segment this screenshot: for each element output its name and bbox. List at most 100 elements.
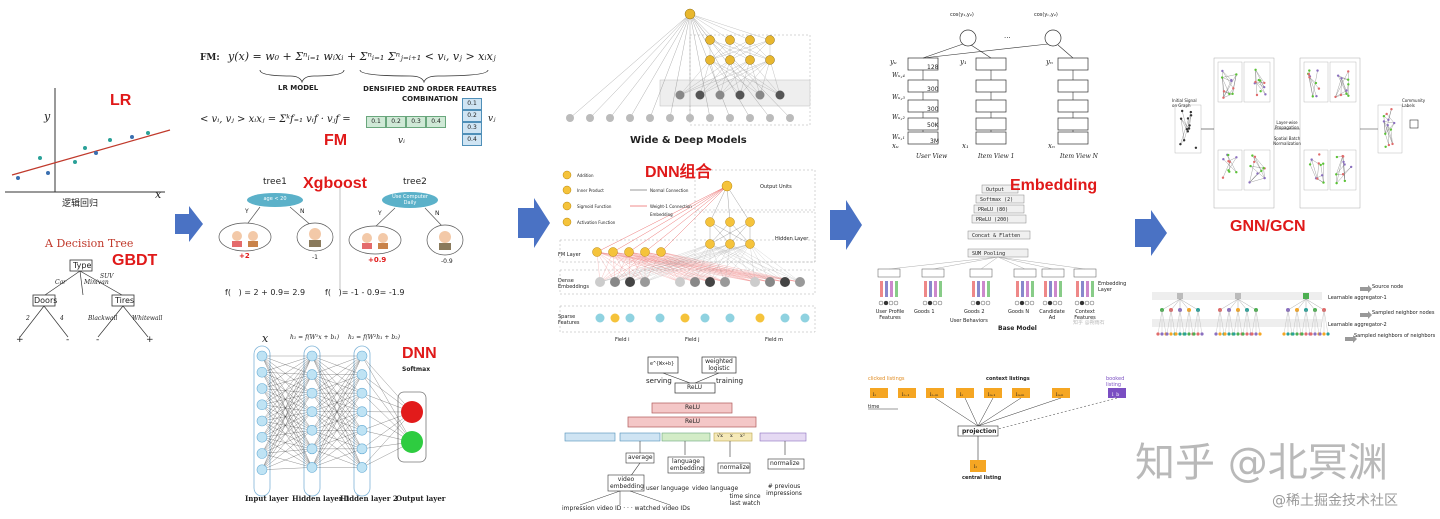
gnn-node (1318, 87, 1320, 89)
gnn-node (1263, 82, 1265, 84)
wd-hidden-unit (746, 56, 755, 65)
mv-w-label: Wᵤ,₁ (892, 134, 905, 141)
combo-edge (727, 186, 750, 222)
tree-right: Tires (115, 296, 134, 305)
xgb-node1: age < 20 (255, 196, 295, 202)
dnn-neuron (307, 462, 317, 472)
gnn-node (1235, 73, 1237, 75)
yt-normalize-2: normalize (770, 460, 800, 467)
combo-legend-item: Normal Connection (650, 188, 688, 193)
tree-edge-suv: SUV (100, 273, 114, 280)
lr-caption: 逻辑回归 (62, 196, 98, 209)
dnn-neuron (307, 388, 317, 398)
dnn-neuron (307, 407, 317, 417)
listing-booked: booked listing (1106, 376, 1133, 388)
mv-layer-box (976, 80, 1006, 92)
xgb-score-1: +2 (239, 252, 250, 260)
dnn-edge (262, 356, 312, 389)
dnn-edge (262, 412, 312, 470)
mv-box-label: 50K (927, 122, 939, 129)
mv-w-label: Wᵤ,₄ (892, 72, 905, 79)
gnn-node (1222, 158, 1224, 160)
lr-panel: y x 逻辑回归 (0, 80, 175, 215)
wd-dense-embedding (716, 91, 725, 100)
sage-neighbor2-node (1282, 332, 1285, 335)
listing-clicked: clicked listings (868, 376, 905, 382)
gnn-right-label: Community Labels (1402, 98, 1432, 108)
sage-neighbor2-node (1250, 332, 1253, 335)
gnn-node (1342, 173, 1344, 175)
gnn-node (1259, 79, 1261, 81)
dnn-network-diagram (240, 342, 450, 502)
gnn-node (1310, 158, 1312, 160)
listing-cell: lᵢ₊₁ (988, 392, 995, 398)
gnn-graph-card (1244, 150, 1270, 190)
lr-title: LR (110, 92, 131, 110)
combo-fm-unit (609, 248, 618, 257)
fm-vj-label: vⱼ (488, 114, 495, 124)
gbdt-title: GBDT (112, 252, 157, 270)
wide-deep-panel: Wide & Deep Models (560, 0, 820, 150)
mv-x-label: xₙ (1048, 142, 1055, 150)
arrow-right-icon (175, 206, 203, 242)
xgb-y2: Y (378, 210, 382, 217)
multiview-dssm-diagram (868, 8, 1108, 168)
combo-legend-item: Sigmoid Function (577, 204, 611, 209)
din-concat-box (970, 269, 992, 277)
lr-y-label: y (44, 110, 50, 123)
gnn-node (1263, 177, 1265, 179)
din-embedding-bar (929, 281, 932, 297)
sage-legend-arrow (1360, 285, 1372, 293)
gnn-node (1221, 76, 1223, 78)
mv-x-label: xᵤ (892, 142, 899, 150)
mv-layer-box (1058, 58, 1088, 70)
dnn-neuron (357, 370, 367, 380)
combo-edge (630, 252, 645, 282)
gnn-node (1228, 93, 1230, 95)
gnn-node (1318, 162, 1320, 164)
dnn-combo-panel: Output Units Hidden Layer FM Layer Dense… (555, 160, 820, 350)
sage-neighbor2-node (1183, 332, 1186, 335)
gnn-node (1385, 113, 1387, 115)
sage-neighbor2-node (1322, 332, 1325, 335)
dnn-edge (262, 389, 312, 394)
combo-dense-embedding (625, 277, 635, 287)
tree-leaf-4: + (146, 335, 154, 345)
combo-fm-unit (593, 248, 602, 257)
gnn-node (1259, 90, 1261, 92)
mv-cos-line (1058, 45, 1073, 58)
gnn-node (1249, 165, 1251, 167)
listing-cell-box (956, 388, 974, 398)
dnn-neuron (357, 444, 367, 454)
sage-neighbor2-node (1174, 332, 1177, 335)
sage-neighbor2-node (1192, 332, 1195, 335)
combo-legend-item: Inner Product (577, 188, 604, 193)
xgb-n1: N (300, 208, 305, 215)
combo-sparse-feature (596, 314, 605, 323)
gnn-node (1253, 161, 1255, 163)
dnn-edge (262, 412, 312, 438)
dnn-output-neuron-red (401, 401, 423, 423)
listing-cell: lᵢ (873, 392, 876, 398)
mv-x-label: x₁ (962, 142, 969, 150)
din-feature-dot (1075, 301, 1079, 305)
combo-fm-unit (625, 248, 634, 257)
din-embedding-bar (885, 281, 888, 297)
din-embedding-bar (1021, 281, 1024, 297)
combo-edge (661, 186, 727, 252)
gnn-node (1248, 181, 1250, 183)
dnn-neuron (257, 400, 267, 410)
yt-bottom: impression video ID · · · watched video … (562, 505, 690, 512)
din-embedding-bar (1049, 281, 1052, 297)
dnn-neuron (257, 367, 267, 377)
listing-edge (978, 398, 1021, 426)
din-feature-dot (1025, 301, 1029, 305)
dnn-output-neuron-green (401, 431, 423, 453)
gnn-node (1315, 95, 1317, 97)
listing-booked-edge (994, 398, 1117, 430)
gnn-node (1235, 171, 1237, 173)
xgb-n2: N (435, 210, 440, 217)
fm-vi-cell: 0.3 (406, 116, 426, 128)
yt-normalize-1: normalize (720, 464, 750, 471)
mv-box-label: 128 (927, 64, 938, 71)
